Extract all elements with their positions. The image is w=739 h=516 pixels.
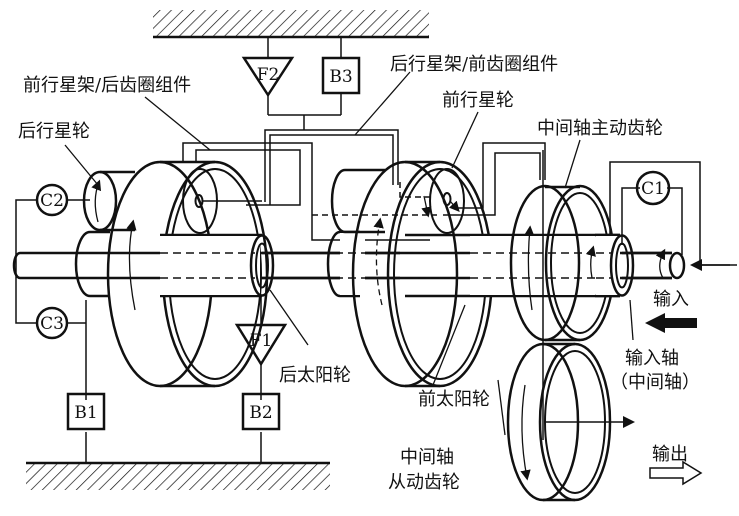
countershaft-driven-gear [506, 342, 635, 502]
f2-label: F2 [257, 65, 280, 85]
label-output: 输出 [652, 444, 688, 465]
label-rear-planet: 后行星轮 [18, 121, 90, 142]
label-front-sun: 前太阳轮 [418, 389, 490, 410]
b2-label: B2 [249, 403, 272, 423]
one-way-clutch-f1: F1 [234, 323, 288, 367]
ground-top [153, 10, 429, 39]
ground-bottom [26, 461, 330, 490]
label-input-shaft: 输入轴 [625, 348, 679, 369]
output-arrow [649, 460, 703, 486]
label-countershaft-driven-1: 中间轴 [400, 447, 454, 468]
c3-label: C3 [40, 314, 64, 334]
rear-carrier-planet [182, 168, 262, 234]
b1-label: B1 [74, 403, 97, 423]
c2-label: C2 [40, 191, 64, 211]
one-way-clutch-f2: F2 [241, 37, 295, 115]
label-countershaft-driven-2: 从动齿轮 [388, 472, 460, 493]
label-front-planet: 前行星轮 [442, 90, 514, 111]
clutch-c2: C2 [35, 183, 69, 217]
f1-label: F1 [250, 331, 273, 351]
rear-hub [74, 230, 110, 298]
label-input: 输入 [653, 289, 689, 310]
front-planet-gear [421, 168, 465, 234]
label-rear-carrier-front-ring: 后行星架/前齿圈组件 [390, 54, 558, 75]
brake-b2: B2 [241, 392, 281, 431]
rear-sun-gear [160, 233, 400, 298]
label-rear-sun: 后太阳轮 [279, 365, 351, 386]
label-front-carrier-rear-ring: 前行星架/后齿圈组件 [23, 75, 191, 96]
rear-planet-gear [82, 170, 135, 232]
label-countershaft-drive-gear: 中间轴主动齿轮 [537, 118, 663, 139]
clutch-c3: C3 [35, 306, 69, 340]
b3-label: B3 [329, 67, 352, 87]
c1-label: C1 [641, 179, 665, 199]
label-input-shaft-paren: （中间轴） [610, 372, 700, 393]
brake-b1: B1 [66, 392, 106, 431]
leader-lines [64, 71, 634, 436]
brake-b3: B3 [321, 37, 361, 115]
input-sleeve [609, 234, 730, 297]
input-arrow [645, 313, 697, 333]
clutch-c1: C1 [635, 170, 671, 206]
